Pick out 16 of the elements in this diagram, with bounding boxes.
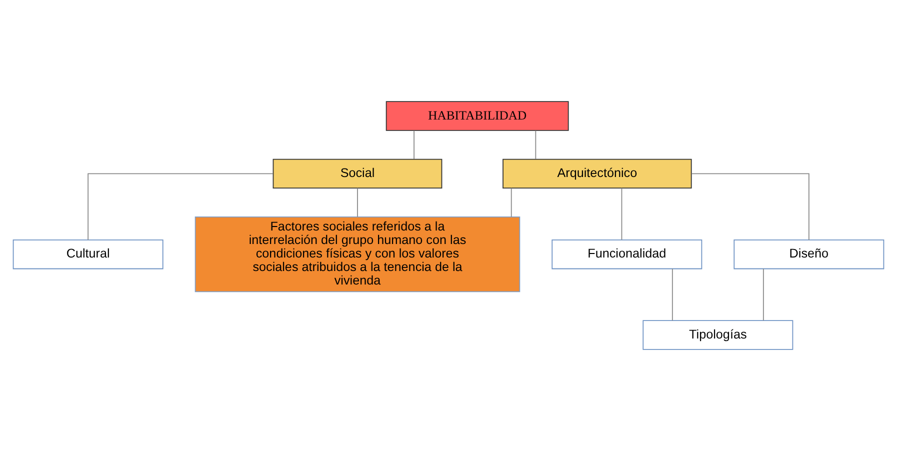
connector xyxy=(510,187,512,217)
node-box: Cultural xyxy=(12,238,164,269)
connector xyxy=(621,187,622,240)
node-box: HABITABILIDAD xyxy=(386,100,569,130)
connector xyxy=(691,172,810,240)
node-box: Diseño xyxy=(734,238,884,269)
connector xyxy=(357,187,358,217)
node-box: Funcionalidad xyxy=(552,238,702,269)
connector xyxy=(88,172,274,240)
connector xyxy=(672,268,673,320)
node-box: Arquitectónico xyxy=(502,158,692,188)
node-box: Factores sociales referidos a la interrelación del grupo humano con las condiciones físicas y con los valores sociales atribuidos a la tenencia de la vivienda xyxy=(194,216,520,292)
connector xyxy=(535,130,536,159)
connector xyxy=(762,268,764,320)
node-box: Social xyxy=(272,158,442,188)
node-box: Tipologías xyxy=(642,320,794,350)
